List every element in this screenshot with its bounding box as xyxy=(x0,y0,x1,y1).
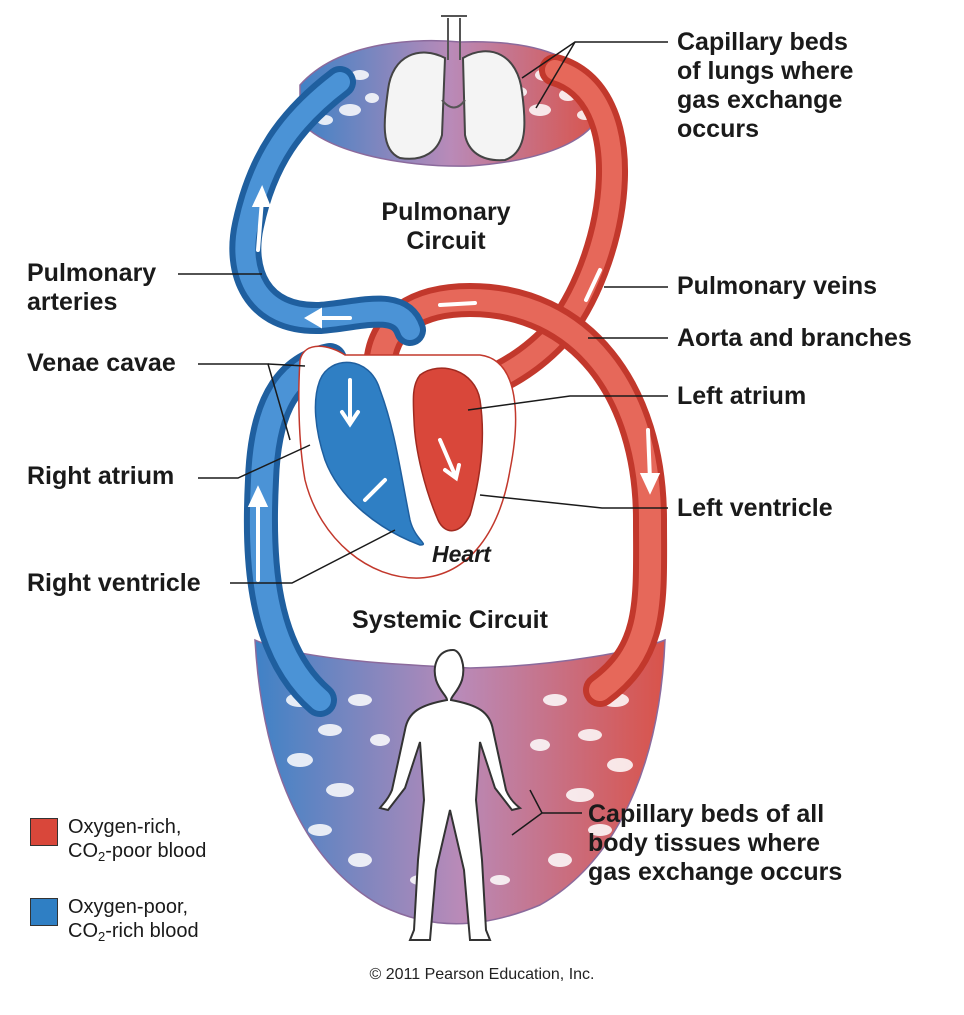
label-systemic-circuit: Systemic Circuit xyxy=(352,606,548,634)
label-pulmonary-veins: Pulmonary veins xyxy=(677,272,878,300)
label-left-atrium: Left atrium xyxy=(677,382,807,410)
legend-item-oxygen-rich: Oxygen-rich, CO2-poor blood xyxy=(68,816,207,864)
label-body-capillary-beds: Capillary beds of all body tissues where… xyxy=(588,800,843,886)
label-aorta-and-branches: Aorta and branches xyxy=(677,324,912,352)
label-pulmonary-arteries: Pulmonary arteries xyxy=(27,259,157,316)
legend-swatch-oxygen-rich xyxy=(30,818,58,846)
oxygen-poor-vessels xyxy=(229,66,426,717)
label-heart: Heart xyxy=(432,541,491,567)
flow-arrows xyxy=(247,184,661,582)
legend-item-oxygen-poor: Oxygen-poor, CO2-rich blood xyxy=(68,896,199,944)
legend-swatch-oxygen-poor xyxy=(30,898,58,926)
label-right-atrium: Right atrium xyxy=(27,462,175,490)
label-venae-cavae: Venae cavae xyxy=(27,349,176,377)
lungs-illustration xyxy=(383,15,526,162)
leader-lines xyxy=(178,41,668,836)
human-figure-icon xyxy=(378,648,523,941)
heart-illustration xyxy=(298,345,517,579)
label-right-ventricle: Right ventricle xyxy=(27,569,201,597)
label-pulmonary-circuit: Pulmonary Circuit xyxy=(381,198,511,255)
label-left-ventricle: Left ventricle xyxy=(677,494,833,522)
copyright-notice: © 2011 Pearson Education, Inc. xyxy=(369,966,595,983)
label-lung-capillary-beds: Capillary beds of lungs where gas exchan… xyxy=(677,28,854,143)
